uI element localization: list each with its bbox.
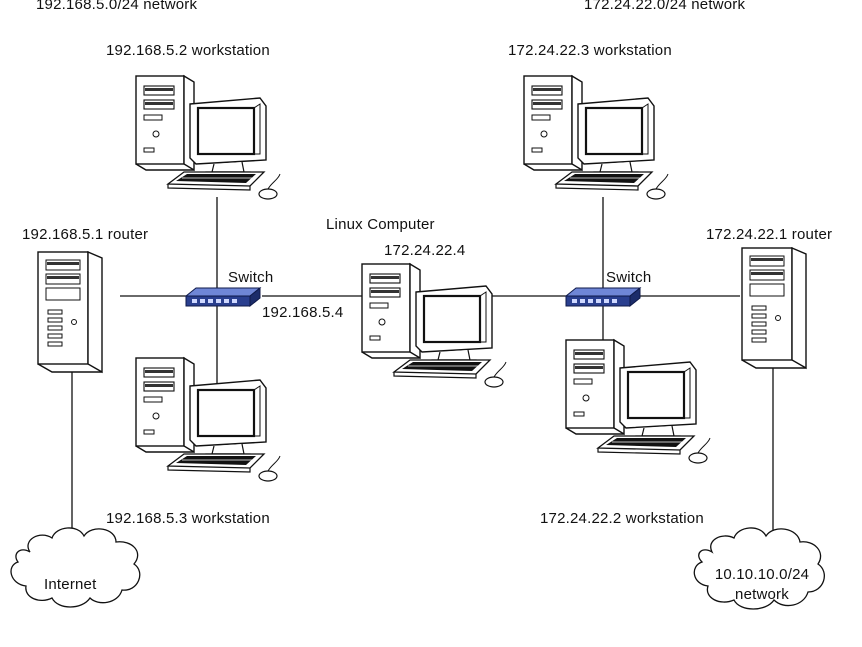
label-linux-ip-right: 172.24.22.4 [384, 242, 466, 259]
label-router-left: 192.168.5.1 router [22, 226, 149, 243]
label-remote-net-line1: 10.10.10.0/24 [714, 566, 810, 583]
network-label-left: 192.168.5.0/24 network [36, 0, 198, 13]
label-switch-right: Switch [606, 269, 652, 286]
label-ws-172-24-22-3: 172.24.22.3 workstation [508, 42, 672, 59]
router-172-24-22-1 [741, 247, 807, 369]
label-linux-title: Linux Computer [326, 216, 435, 233]
workstation-192-168-5-3 [136, 358, 280, 481]
label-ws-172-24-22-2: 172.24.22.2 workstation [540, 510, 704, 527]
switch-left-icon [185, 287, 261, 307]
workstation-172-24-22-3 [524, 76, 668, 199]
label-ws-192-168-5-3: 192.168.5.3 workstation [106, 510, 270, 527]
label-ws-192-168-5-2: 192.168.5.2 workstation [106, 42, 270, 59]
switch-right-icon [565, 287, 641, 307]
label-remote-net-line2: network [735, 586, 789, 603]
label-linux-ip-left: 192.168.5.4 [262, 304, 344, 321]
label-internet: Internet [44, 576, 97, 593]
connection-lines [71, 197, 774, 545]
label-router-right: 172.24.22.1 router [706, 226, 833, 243]
workstation-172-24-22-2 [566, 340, 710, 463]
workstation-192-168-5-2 [136, 76, 280, 199]
internet-cloud [10, 527, 141, 608]
label-switch-left: Switch [228, 269, 274, 286]
router-192-168-5-1 [37, 251, 103, 373]
linux-computer [362, 264, 506, 387]
network-label-right: 172.24.22.0/24 network [584, 0, 746, 13]
remote-network-cloud [693, 527, 825, 610]
